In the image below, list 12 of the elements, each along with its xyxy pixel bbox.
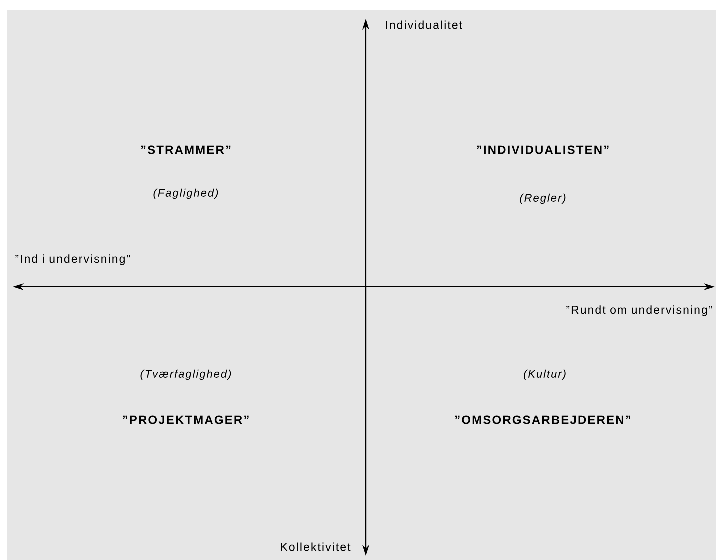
- axis-label: Individualitet: [386, 20, 462, 30]
- quadrant-subtitle: (Tværfaglighed): [140, 370, 232, 380]
- quadrant-title: ”STRAMMER”: [141, 146, 231, 154]
- quadrant-title: ”PROJEKTMAGER”: [123, 416, 249, 424]
- quadrant-subtitle: (Kultur): [524, 370, 566, 380]
- axis-label: ”Ind i undervisning”: [16, 254, 130, 266]
- axis-label: Kollektivitet: [281, 542, 351, 552]
- quadrant-subtitle: (Regler): [520, 194, 566, 204]
- quadrant-title: ”INDIVIDUALISTEN”: [477, 146, 609, 154]
- quadrant-title: ”OMSORGSARBEJDEREN”: [455, 416, 630, 424]
- axis-label: ”Rundt om undervisning”: [566, 306, 712, 316]
- quadrant-subtitle: (Faglighed): [154, 188, 218, 200]
